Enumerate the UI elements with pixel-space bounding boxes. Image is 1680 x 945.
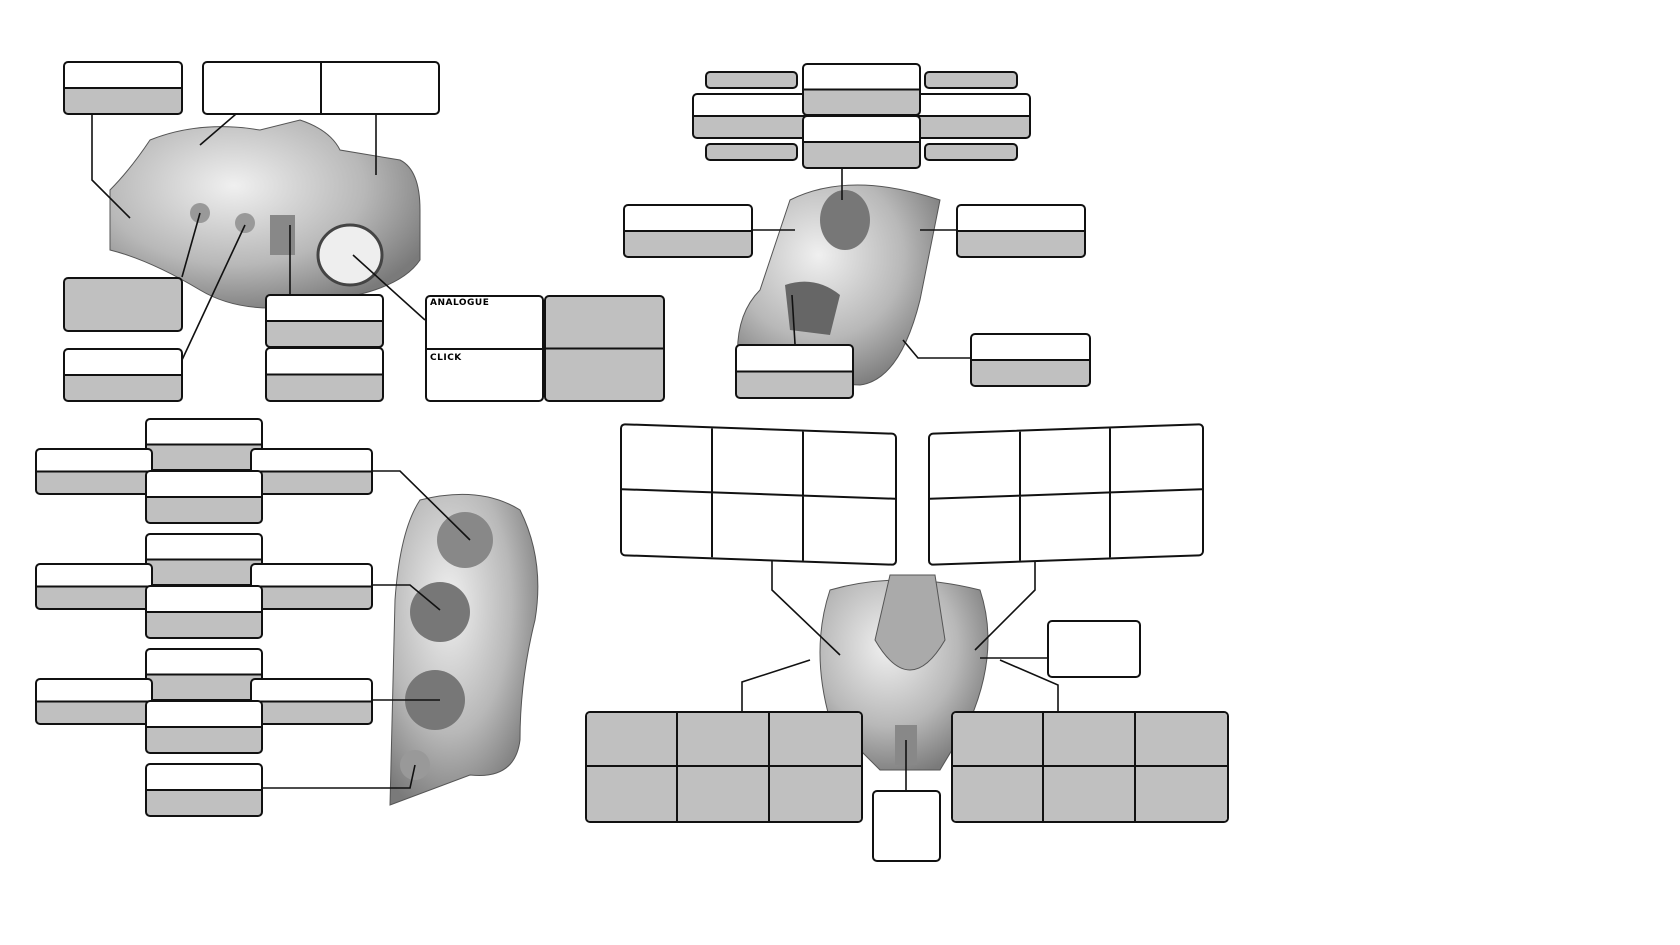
label-box[interactable] [35,448,153,495]
label-box[interactable] [692,93,816,139]
label-box[interactable] [906,93,1031,139]
label-box[interactable] [35,678,153,725]
stick-side-view [737,184,941,386]
label-box[interactable] [544,295,665,402]
label-box[interactable] [970,333,1091,387]
label-grid-right[interactable] [928,423,1204,566]
label-box[interactable] [802,63,921,116]
label-grid-bottom-right[interactable] [951,711,1229,823]
throttle-top-view [109,119,421,309]
label-box[interactable] [872,790,941,862]
label-box-pair[interactable] [202,61,440,115]
label-box[interactable] [924,143,1018,161]
label-box[interactable] [924,71,1018,89]
label-box[interactable] [1047,620,1141,678]
label-box[interactable] [145,585,263,639]
label-box[interactable] [145,418,263,471]
label-box[interactable] [63,348,183,402]
label-box[interactable] [250,678,373,725]
label-box[interactable] [35,563,153,610]
label-box[interactable] [265,347,384,402]
analogue-label: ANALOGUE [430,298,490,308]
label-grid-bottom-left[interactable] [585,711,863,823]
label-box[interactable] [250,448,373,495]
label-box[interactable] [145,648,263,701]
label-box[interactable] [705,71,798,89]
label-box[interactable] [145,470,263,524]
label-box[interactable] [145,763,263,817]
label-box[interactable] [956,204,1086,258]
label-box[interactable] [63,61,183,115]
label-box[interactable] [145,533,263,586]
label-box[interactable] [63,277,183,332]
click-label: CLICK [430,353,462,363]
label-box[interactable] [250,563,373,610]
leader-lines [91,113,1059,790]
label-box[interactable] [265,294,384,348]
label-box[interactable] [735,344,854,399]
label-box[interactable] [623,204,753,258]
analogue-click-box[interactable]: ANALOGUE CLICK [425,295,544,402]
label-box[interactable] [802,115,921,169]
label-grid-left[interactable] [620,423,897,566]
throttle-side-view [389,493,539,806]
label-box[interactable] [705,143,798,161]
label-box[interactable] [145,700,263,754]
